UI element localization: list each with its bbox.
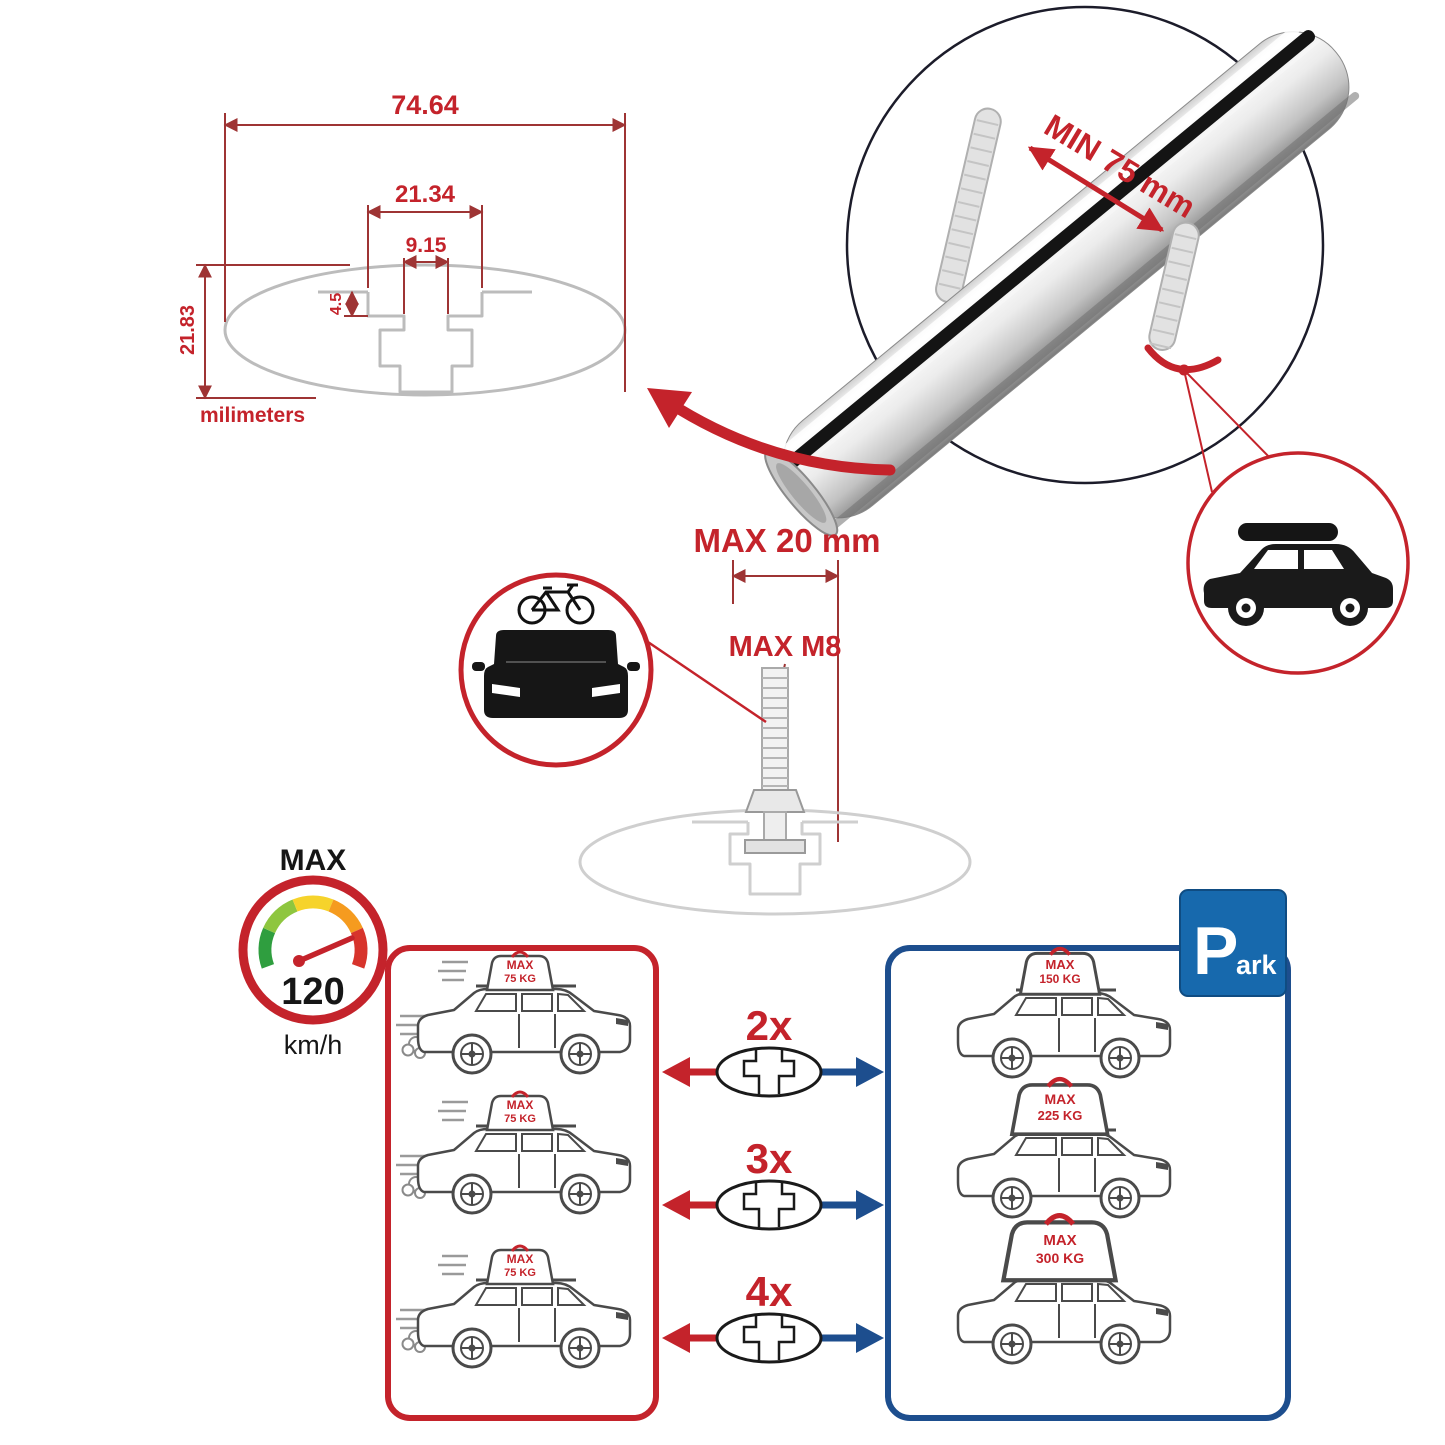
max-thread-label: MAX M8 (729, 631, 842, 663)
speed-value: 120 (281, 971, 344, 1013)
driving-capacity-panel: MAX 75 KG MAX 75 KG MAX 75 KG (385, 945, 659, 1421)
arrow-right-blue (856, 1057, 884, 1087)
cargo-max-tag: MAX (1046, 957, 1075, 972)
cargo-max-tag: MAX (1043, 1232, 1076, 1249)
left-mirror (472, 662, 485, 671)
clamp-rod-far (935, 107, 1002, 304)
crossbar-section-icon (715, 1179, 823, 1231)
arrow-left-red (662, 1323, 690, 1353)
speed-unit: km/h (284, 1030, 343, 1060)
arrow-left-red (662, 1057, 690, 1087)
park-sign-suffix: ark (1236, 950, 1278, 980)
profile-dimension-diagram: 74.64 21.34 9.15 4.5 21.83 milimeters (177, 90, 627, 427)
dim-step-depth-label: 4.5 (328, 293, 345, 315)
arrow-right-blue (856, 1323, 884, 1353)
units-label: milimeters (200, 404, 305, 427)
roofbox-icon (1238, 523, 1338, 541)
right-mirror (627, 662, 640, 671)
clamp-rod-near (1148, 221, 1200, 351)
cargo-load-label: 75 KG (504, 1267, 536, 1279)
speed-max-label: MAX (280, 844, 347, 877)
park-sign-board (1179, 889, 1287, 997)
car-front-icon (472, 583, 640, 718)
dim-slot-width-label: 9.15 (406, 234, 447, 257)
detail-circle-outline (845, 5, 1325, 485)
crossbar-section-icon (715, 1312, 823, 1364)
cargo-load-label: 300 KG (1036, 1250, 1084, 1266)
dim-total-width-label: 74.64 (391, 90, 459, 120)
cargo-max-tag: MAX (507, 1098, 534, 1112)
max-bolt-length-label: MAX 20 mm (693, 522, 880, 559)
cargo-max-tag: MAX (1044, 1091, 1076, 1107)
dim-total-height-label: 21.83 (177, 305, 199, 355)
arrow-left-red (662, 1190, 690, 1220)
park-sign-letter: P (1193, 913, 1238, 989)
aluminum-crossbar (764, 18, 1360, 537)
parked-capacity-panel: MAX 150 KG MAX 225 KG MAX 300 KG (885, 945, 1291, 1421)
cargo-max-tag: MAX (507, 1252, 534, 1266)
bike-icon (517, 583, 595, 625)
min-spacing-arrow (1027, 145, 1165, 233)
bar-t-slot-groove (779, 30, 1315, 475)
bolt-icon (744, 667, 806, 854)
suv-roofbox-callout (1183, 369, 1410, 675)
gauge-needle (296, 935, 355, 964)
left-headlight (492, 684, 520, 697)
crossbar-multiplier-arrows: 2x 3x 4x (662, 1002, 884, 1364)
cargo-load-label: 225 KG (1038, 1108, 1083, 1123)
cargo-load-label: 75 KG (504, 973, 536, 985)
profile-t-slot-channel (366, 292, 484, 394)
speed-limit-gauge: MAX 120 km/h (238, 844, 388, 1060)
crossbar-profile-outline (223, 263, 627, 397)
cargo-max-tag: MAX (507, 958, 534, 972)
multiplier-label: 4x (746, 1268, 793, 1315)
dim-channel-width-label: 21.34 (395, 181, 456, 208)
arrow-right-blue (856, 1190, 884, 1220)
park-sign: P ark (1179, 889, 1287, 997)
gauge-arc (258, 895, 368, 969)
crossbar-section-icon (715, 1046, 823, 1098)
suv-with-roofbox-icon (1203, 523, 1393, 626)
section-pointer-arrow (647, 388, 896, 476)
multiplier-label: 2x (746, 1002, 793, 1049)
cargo-load-label: 150 KG (1039, 972, 1080, 986)
right-headlight (592, 684, 620, 697)
bolt-diagram: MAX 20 mm MAX M8 (458, 522, 972, 916)
crossbar-detail-circle: MIN 75 mm (764, 5, 1360, 537)
multiplier-label: 3x (746, 1135, 793, 1182)
cargo-load-label: 75 KG (504, 1113, 536, 1125)
